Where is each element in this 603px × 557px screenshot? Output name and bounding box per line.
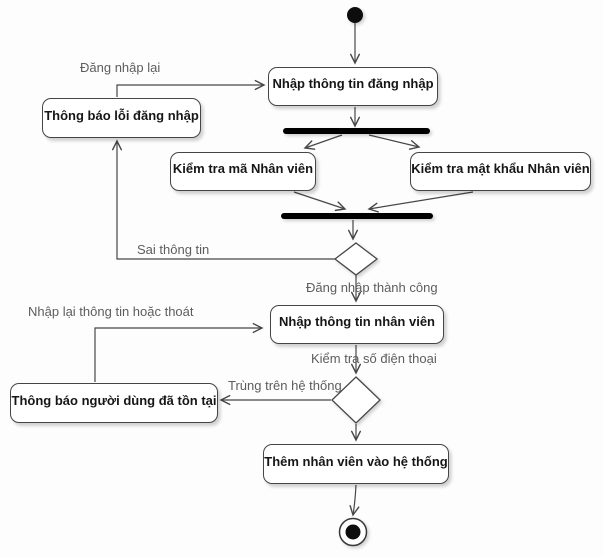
decision-login-valid	[333, 242, 379, 276]
edge-user-exists-to-employee-input	[94, 322, 264, 382]
edge-check-password-to-join	[367, 191, 474, 213]
edge-label-login-success: Đăng nhập thành công	[306, 280, 438, 295]
edge-add-employee-to-end	[349, 484, 360, 517]
activity-login-input: Nhập thông tin đăng nhập	[268, 67, 438, 106]
activity-user-exists-notice: Thông báo người dùng đã tồn tại	[10, 383, 218, 423]
edge-check-code-to-join	[293, 191, 347, 212]
start-node	[347, 7, 363, 23]
fork-bar	[283, 128, 430, 134]
activity-add-employee: Thêm nhân viên vào hệ thống	[263, 444, 449, 484]
edge-login-error-to-login-input	[116, 79, 266, 97]
decision-phone-duplicate	[331, 376, 381, 424]
edge-label-wrong-info: Sai thông tin	[137, 242, 210, 257]
activity-check-employee-code: Kiểm tra mã Nhân viên	[170, 152, 316, 191]
activity-check-employee-password: Kiểm tra mật khẩu Nhân viên	[410, 152, 591, 191]
end-node	[338, 517, 368, 547]
edge-fork-to-check-password	[368, 134, 421, 150]
edge-fork-to-check-code	[303, 134, 343, 150]
edge-decision-to-login-error	[111, 139, 335, 260]
edge-label-check-phone: Kiểm tra số điện thoại	[311, 351, 437, 366]
edge-label-duplicate-on-system: Trùng trên hệ thống	[228, 378, 342, 393]
activity-employee-input: Nhập thông tin nhân viên	[270, 305, 444, 344]
activity-login-error-notice: Thông báo lỗi đăng nhập	[42, 98, 201, 138]
edge-label-relogin: Đăng nhập lại	[80, 60, 161, 75]
edge-label-reenter-or-exit: Nhập lại thông tin hoặc thoát	[28, 304, 194, 319]
end-node-dot	[345, 524, 361, 540]
join-bar	[281, 213, 433, 219]
